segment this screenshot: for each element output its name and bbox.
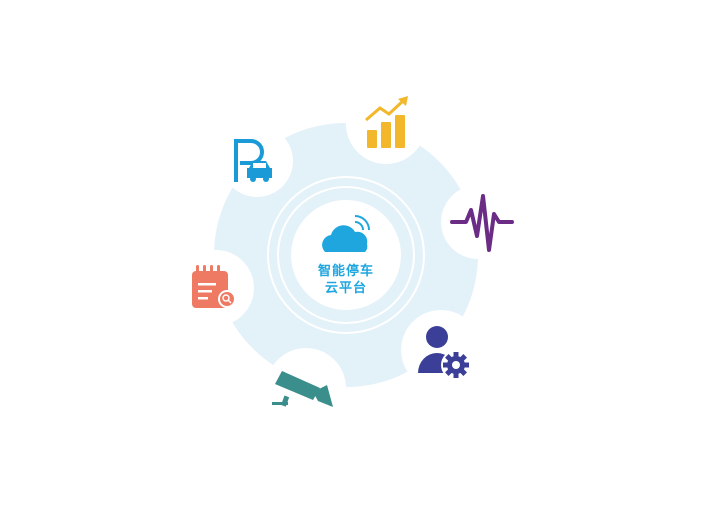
- center-title-line2: 云平台: [324, 281, 367, 296]
- center-rings: [267, 176, 425, 334]
- user-settings-icon: [418, 326, 471, 380]
- notebook-search-icon: [192, 265, 236, 308]
- cloud-signal-icon: [322, 215, 370, 252]
- surveillance-camera-icon: [272, 371, 333, 407]
- pulse-wave-icon: [450, 194, 514, 252]
- center-title-line1: 智能停车: [317, 264, 374, 279]
- node-user: [401, 310, 481, 390]
- bar-chart-growth-icon: [365, 96, 408, 148]
- parking-car-icon: [234, 139, 272, 182]
